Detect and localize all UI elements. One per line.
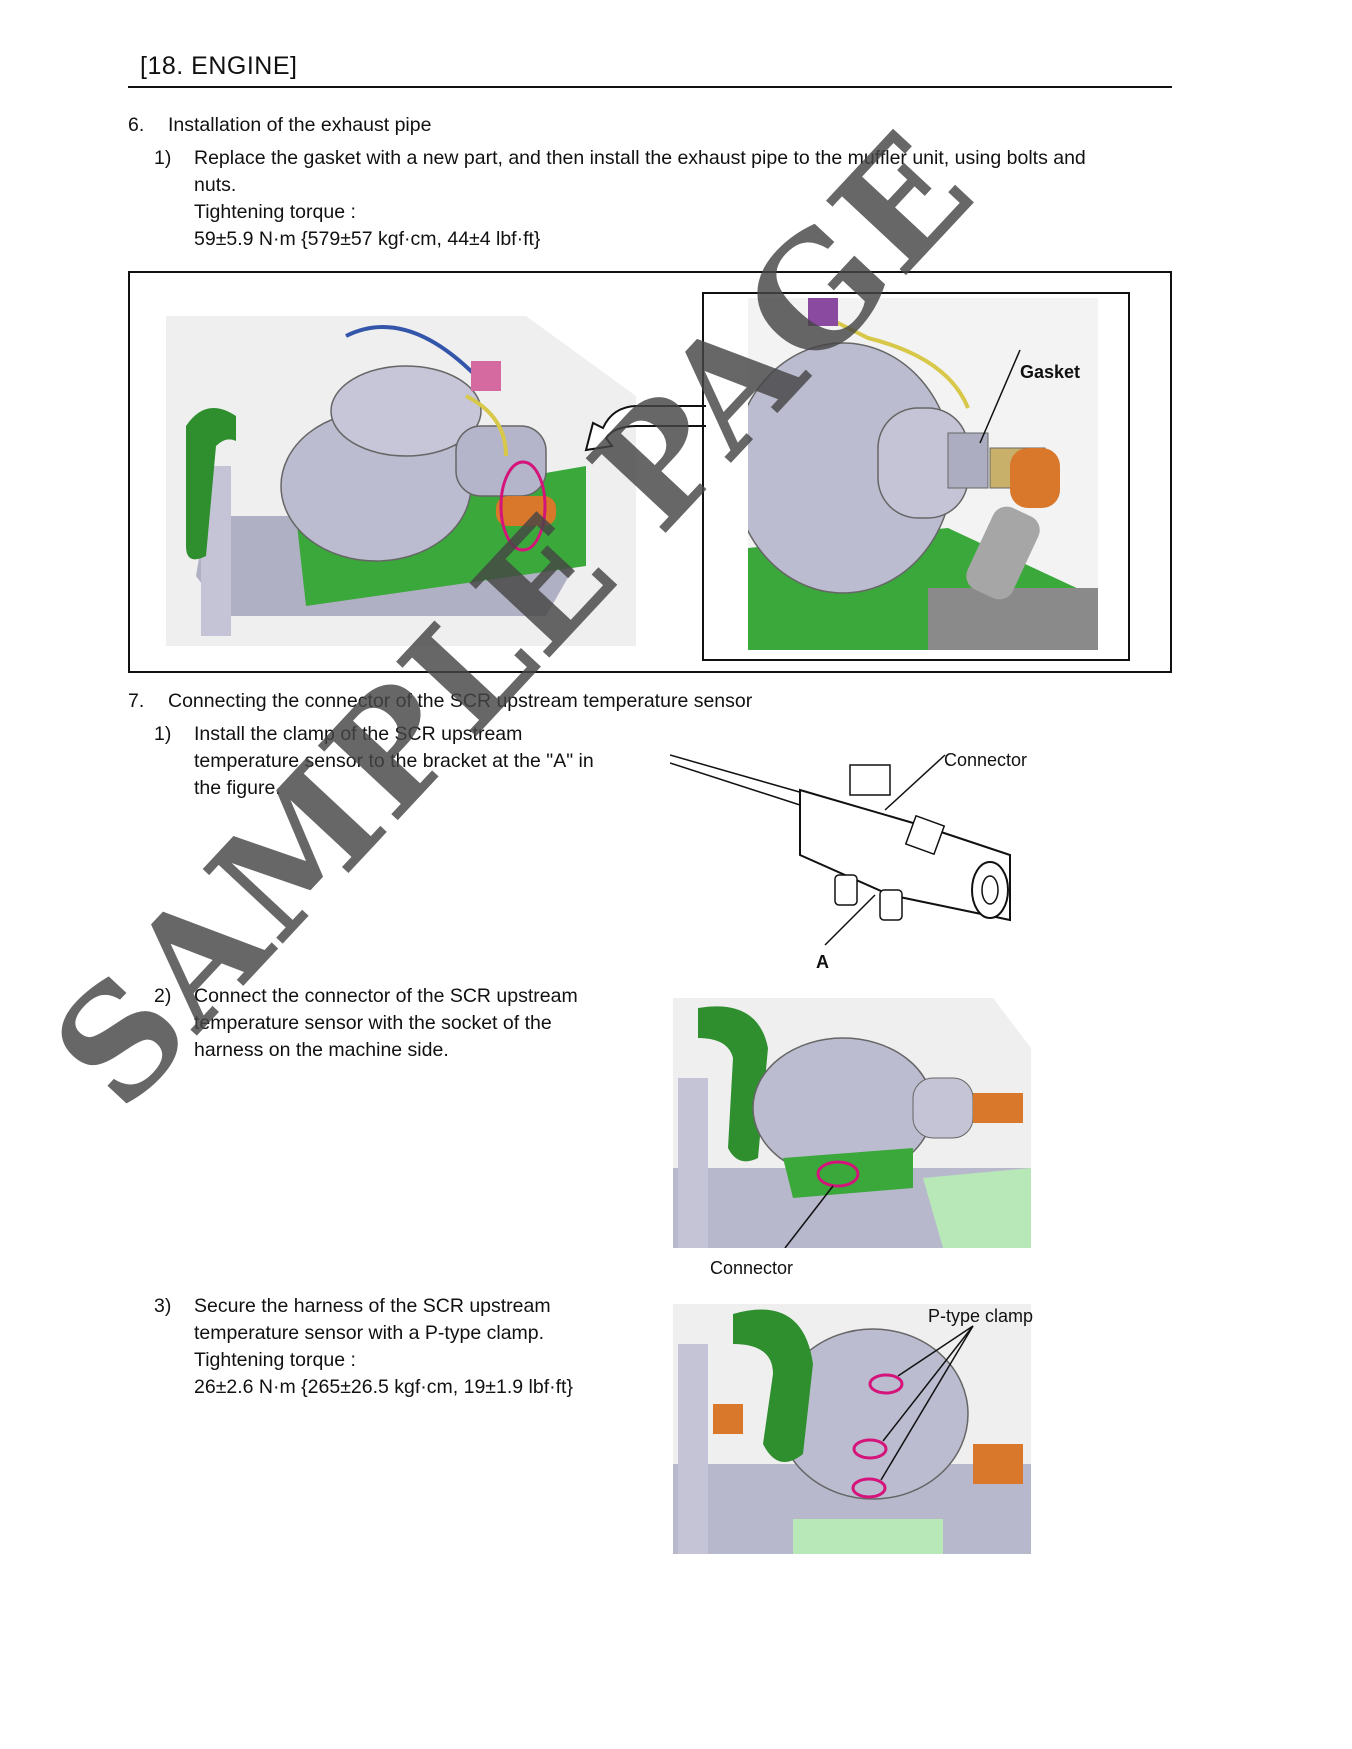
step7-sub3-line2: temperature sensor with a P-type clamp. [194,1322,545,1344]
step7-sub1-line3: the figure. [194,777,281,799]
step6-sub1-line1: Replace the gasket with a new part, and … [194,147,1086,169]
step7-number: 7. [128,690,145,712]
step6-title: Installation of the exhaust pipe [168,114,432,136]
gasket-callout-label: Gasket [1020,362,1081,382]
step7-sub3-number: 3) [154,1295,172,1317]
step6-torque-value: 59±5.9 N·m {579±57 kgf·cm, 44±4 lbf·ft} [194,228,541,250]
connector-callout-1: Connector [944,750,1028,770]
p-type-clamp-callout: P-type clamp [928,1306,1034,1326]
section-header: [18. ENGINE] [140,52,298,80]
step6-sub1-line2: nuts. [194,174,237,196]
callout-a-label: A [816,952,829,972]
p-type-clamp-image [673,1304,1031,1554]
step7-sub1-line1: Install the clamp of the SCR upstream [194,723,523,745]
step7-title: Connecting the connector of the SCR upst… [168,690,753,712]
step7-sub3-torque-value: 26±2.6 N·m {265±26.5 kgf·cm, 19±1.9 lbf·… [194,1376,573,1398]
harness-connector-image [673,998,1031,1248]
step7-sub1-number: 1) [154,723,172,745]
step6-figure-frame [128,271,1172,673]
header-rule [128,86,1172,88]
connector-callout-2: Connector [710,1258,794,1278]
step7-sub2-line3: harness on the machine side. [194,1039,449,1061]
callout-arrow [584,405,706,452]
step7-sub2-line2: temperature sensor with the socket of th… [194,1012,552,1034]
gasket-detail-frame [702,292,1130,661]
step6-sub1-number: 1) [154,147,172,169]
step7-sub3-torque-label: Tightening torque : [194,1349,356,1371]
step7-sub1-line2: temperature sensor to the bracket at the… [194,750,594,772]
gasket-detail-image [748,298,1098,650]
step7-sub3-line1: Secure the harness of the SCR upstream [194,1295,551,1317]
step6-number: 6. [128,114,145,136]
step7-sub2-number: 2) [154,985,172,1007]
step6-torque-label: Tightening torque : [194,201,356,223]
step7-sub2-line1: Connect the connector of the SCR upstrea… [194,985,578,1007]
connector-diagram [670,754,1011,946]
muffler-assembly-image [166,316,636,646]
